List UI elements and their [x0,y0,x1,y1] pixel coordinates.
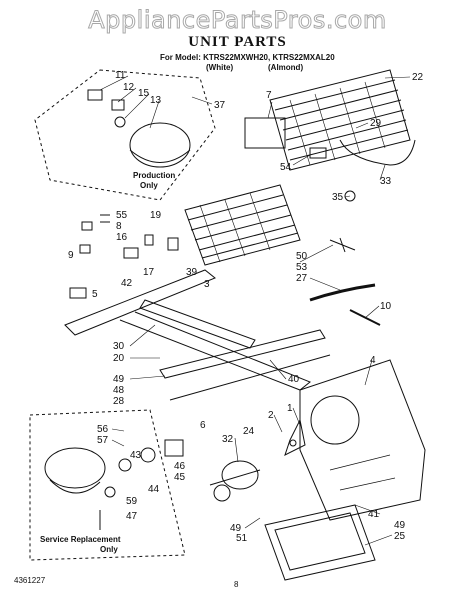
callout-30: 30 [113,341,125,352]
drain-tray [244,117,286,149]
watermark: AppliancePartsPros.com [88,6,387,35]
callout-24: 24 [243,426,255,437]
service-box [29,409,186,561]
callout-37: 37 [214,100,226,111]
production-box [34,69,216,201]
callout-43: 43 [130,450,142,461]
callout-49: 49 [113,374,125,385]
callout-35: 35 [332,192,344,203]
callout-47: 47 [126,511,138,522]
model-line: For Model: KTRS22MXWH20, KTRS22MXAL20 [160,53,335,62]
callout-22: 22 [412,72,424,83]
callout-15: 15 [138,88,150,99]
callout-33: 33 [380,176,392,187]
callout-50: 50 [296,251,308,262]
note-production-1: Production [133,171,175,180]
note-service-2: Only [100,545,118,554]
callout-48: 48 [113,385,125,396]
callout-19: 19 [150,210,162,221]
relay-bracket [87,89,103,101]
callout-5: 5 [92,289,98,300]
callout-54: 54 [280,162,292,173]
callout-49b: 49 [394,520,406,531]
callout-46: 46 [174,461,186,472]
callout-12: 12 [123,82,135,93]
fan-motor [209,460,261,502]
evaporator-coil [184,184,301,266]
callout-39: 39 [186,267,198,278]
callout-40: 40 [288,374,300,385]
callout-44: 44 [148,484,160,495]
callout-56: 56 [97,424,109,435]
callout-7: 7 [266,90,272,101]
page-title: UNIT PARTS [188,34,287,50]
base-frame [64,269,331,401]
callout-29: 29 [370,118,382,129]
model-white: (White) [206,63,234,72]
callout-8: 8 [116,221,122,232]
callout-45: 45 [174,472,186,483]
callout-20: 20 [113,353,125,364]
callout-51: 51 [236,533,248,544]
callout-16: 16 [116,232,128,243]
callout-9: 9 [68,250,74,261]
callout-1: 1 [287,403,293,414]
callout-17: 17 [143,267,155,278]
note-production-2: Only [140,181,158,190]
compressor-top [129,122,191,168]
note-service-1: Service Replacement [40,535,121,544]
condensate-tube [339,139,416,166]
page-number: 8 [234,580,239,589]
callout-2: 2 [268,410,274,421]
drain-pan [264,504,376,581]
condenser-coil [269,69,411,171]
callout-28: 28 [113,396,125,407]
callout-27: 27 [296,273,308,284]
callout-57: 57 [97,435,109,446]
suction-line [309,283,376,302]
model-almond: (Almond) [268,63,304,72]
callout-42: 42 [121,278,133,289]
callout-49c: 49 [230,523,242,534]
callout-25: 25 [394,531,406,542]
callout-55: 55 [116,210,128,221]
callout-6: 6 [200,420,206,431]
callout-3: 3 [204,279,210,290]
compressor-service [44,447,106,489]
callout-4: 4 [370,355,376,366]
callout-11: 11 [115,70,126,81]
callout-41: 41 [368,509,380,520]
callout-59: 59 [126,496,138,507]
callout-13: 13 [150,95,162,106]
fan-bracket [299,359,426,521]
callout-53: 53 [296,262,308,273]
condenser-fan [284,418,306,456]
callout-10: 10 [380,301,392,312]
callout-32: 32 [222,434,234,445]
doc-number: 4361227 [14,576,46,585]
